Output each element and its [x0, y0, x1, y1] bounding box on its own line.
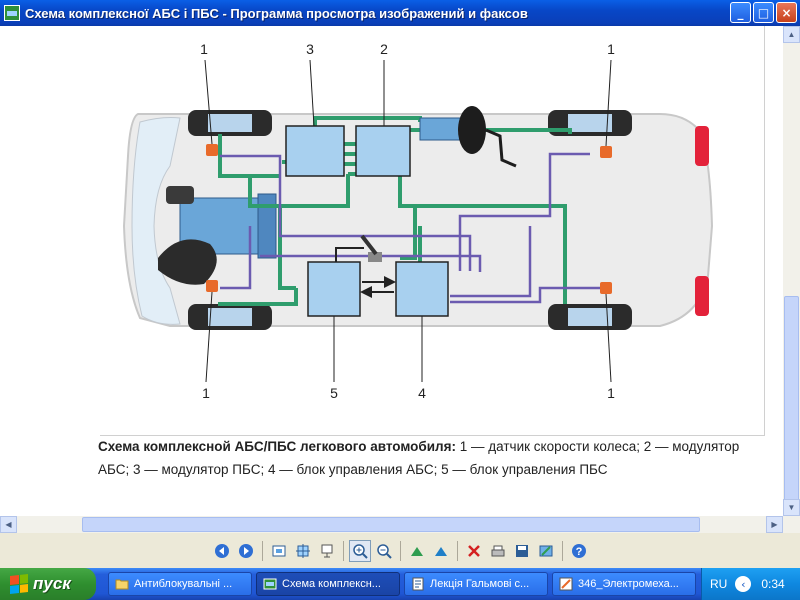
minimize-button[interactable]: _	[730, 2, 751, 23]
print-icon[interactable]	[487, 540, 509, 562]
svg-text:?: ?	[575, 546, 582, 558]
taskbar-item-paint[interactable]: 346_Электромеха...	[552, 572, 696, 596]
help-icon[interactable]: ?	[568, 540, 590, 562]
start-label: пуск	[33, 574, 71, 593]
save-icon[interactable]	[511, 540, 533, 562]
title-bar[interactable]: Схема комплексної АБС і ПБС - Программа …	[0, 0, 800, 26]
label-1-bottom-right: 1	[607, 385, 615, 401]
label-4: 4	[418, 385, 426, 401]
vertical-scrollbar[interactable]: ▲ ▼	[783, 26, 800, 516]
label-1-top-right: 1	[607, 41, 615, 57]
task-label: 346_Электромеха...	[578, 578, 679, 590]
task-label: Антиблокувальні ...	[134, 578, 233, 590]
edit-icon[interactable]	[535, 540, 557, 562]
task-label: Лекція Гальмові с...	[430, 578, 530, 590]
caption-body: 1 — датчик скорости колеса; 2 — модулято…	[98, 439, 740, 477]
document-icon	[412, 577, 424, 591]
delete-icon[interactable]	[463, 540, 485, 562]
language-indicator[interactable]: RU	[710, 577, 728, 591]
zoom-out-icon[interactable]	[373, 540, 395, 562]
label-5: 5	[330, 385, 338, 401]
close-button[interactable]: ×	[776, 2, 797, 23]
taskbar-item-document[interactable]: Лекція Гальмові с...	[404, 572, 548, 596]
caption-title: Схема комплексной АБС/ПБС легкового авто…	[98, 439, 456, 454]
sensor-rear-left	[206, 280, 218, 292]
system-tray: RU ‹ 0:34	[701, 568, 800, 600]
figure-caption: Схема комплексной АБС/ПБС легкового авто…	[98, 435, 762, 481]
scroll-down-icon[interactable]: ▼	[783, 499, 800, 516]
prev-image-icon[interactable]	[211, 540, 233, 562]
label-1-top-left: 1	[200, 41, 208, 57]
zoom-in-icon[interactable]	[348, 539, 371, 562]
viewer-toolbar: ?	[0, 533, 800, 568]
unit-3-pbs-modulator	[285, 125, 345, 177]
unit-4-abs-control	[395, 261, 449, 317]
unit-5-pbs-control	[307, 261, 361, 317]
windows-logo-icon	[10, 574, 28, 594]
actual-size-icon[interactable]	[292, 540, 314, 562]
label-2: 2	[380, 41, 388, 57]
abs-pbs-diagram: 1 3 2 1 1 5 4 1	[100, 26, 765, 436]
paint-icon	[559, 577, 573, 591]
next-image-icon[interactable]	[235, 540, 257, 562]
rotate-clockwise-icon[interactable]	[406, 540, 428, 562]
image-viewer-icon	[263, 578, 277, 590]
clock[interactable]: 0:34	[761, 577, 785, 591]
folder-icon	[115, 579, 129, 590]
rotate-counterclockwise-icon[interactable]	[430, 540, 452, 562]
label-3: 3	[306, 41, 314, 57]
horizontal-scroll-thumb[interactable]	[82, 517, 700, 532]
image-viewer-icon	[4, 5, 20, 21]
taskbar-item-image-viewer[interactable]: Схема комплексн...	[256, 572, 400, 596]
taskbar: пуск Антиблокувальні ... Схема комплексн…	[0, 568, 800, 600]
task-label: Схема комплексн...	[282, 578, 381, 590]
label-1-bottom-left: 1	[202, 385, 210, 401]
scroll-right-icon[interactable]: ▶	[766, 516, 783, 533]
maximize-button[interactable]: □	[753, 2, 774, 23]
start-button[interactable]: пуск	[0, 568, 96, 600]
scroll-up-icon[interactable]: ▲	[783, 26, 800, 43]
show-hidden-icons-icon[interactable]: ‹	[735, 576, 752, 592]
image-viewport[interactable]: 1 3 2 1 1 5 4 1 Схема комплексной АБС/ПБ…	[0, 26, 783, 516]
sensor-front-right	[600, 146, 612, 158]
sensor-rear-right	[600, 282, 612, 294]
car-schematic: 1 3 2 1 1 5 4 1	[122, 41, 714, 401]
unit-2-abs-modulator	[355, 125, 411, 177]
sensor-front-left	[206, 144, 218, 156]
taskbar-item-folder[interactable]: Антиблокувальні ...	[108, 572, 252, 596]
window-title: Схема комплексної АБС і ПБС - Программа …	[25, 5, 528, 21]
best-fit-icon[interactable]	[268, 540, 290, 562]
slideshow-icon[interactable]	[316, 540, 338, 562]
horizontal-scrollbar[interactable]: ◀ ▶	[0, 516, 800, 533]
vertical-scroll-thumb[interactable]	[784, 296, 799, 516]
scroll-left-icon[interactable]: ◀	[0, 516, 17, 533]
